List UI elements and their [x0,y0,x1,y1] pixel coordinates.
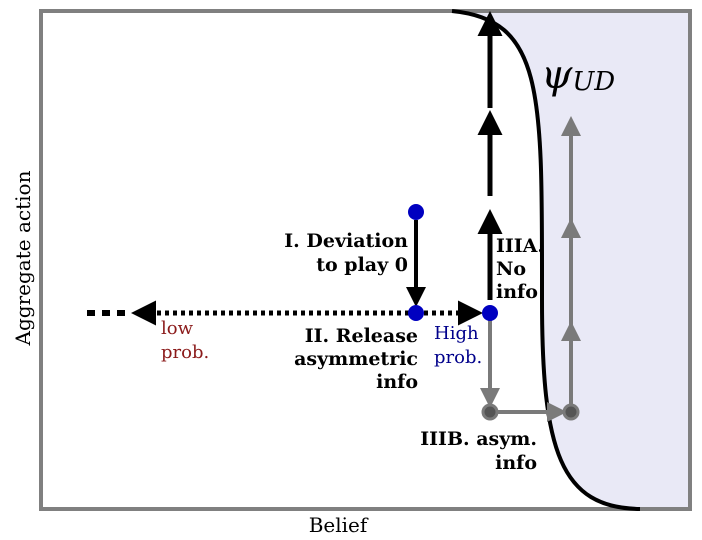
step2-label-line3: info [376,371,418,393]
step3b-label-line1: IIIB. asym. [420,428,537,450]
release-point [408,305,424,321]
step3a-label-line3: info [496,281,538,303]
step1-label-line2: to play 0 [316,254,408,276]
region-label-subscript: UD [572,67,615,97]
region-label: ψUD [541,52,615,98]
gray-asym-info-path [480,320,567,422]
gray-node-left [481,403,499,421]
high-prob-label-line1: High [434,323,479,344]
region-boundary-curve [451,9,641,511]
step3b-label-line2: info [495,452,537,474]
high-prob-point [482,305,498,321]
step2-label-line1: II. Release [305,325,418,347]
gray-node-right [562,403,580,421]
step3a-label-line1: IIIA. [496,235,544,257]
step3a-label-line2: No [496,258,526,280]
start-point [408,204,424,220]
low-prob-label-line1: low [161,318,194,339]
high-prob-label-line2: prob. [434,347,482,368]
x-axis-label: Belief [309,513,369,537]
step2-label-line2: asymmetric [294,348,418,370]
plot-frame [39,9,692,511]
low-prob-label-line2: prob. [161,342,209,363]
y-axis-label: Aggregate action [11,170,35,346]
step1-label-line1: I. Deviation [284,230,408,252]
